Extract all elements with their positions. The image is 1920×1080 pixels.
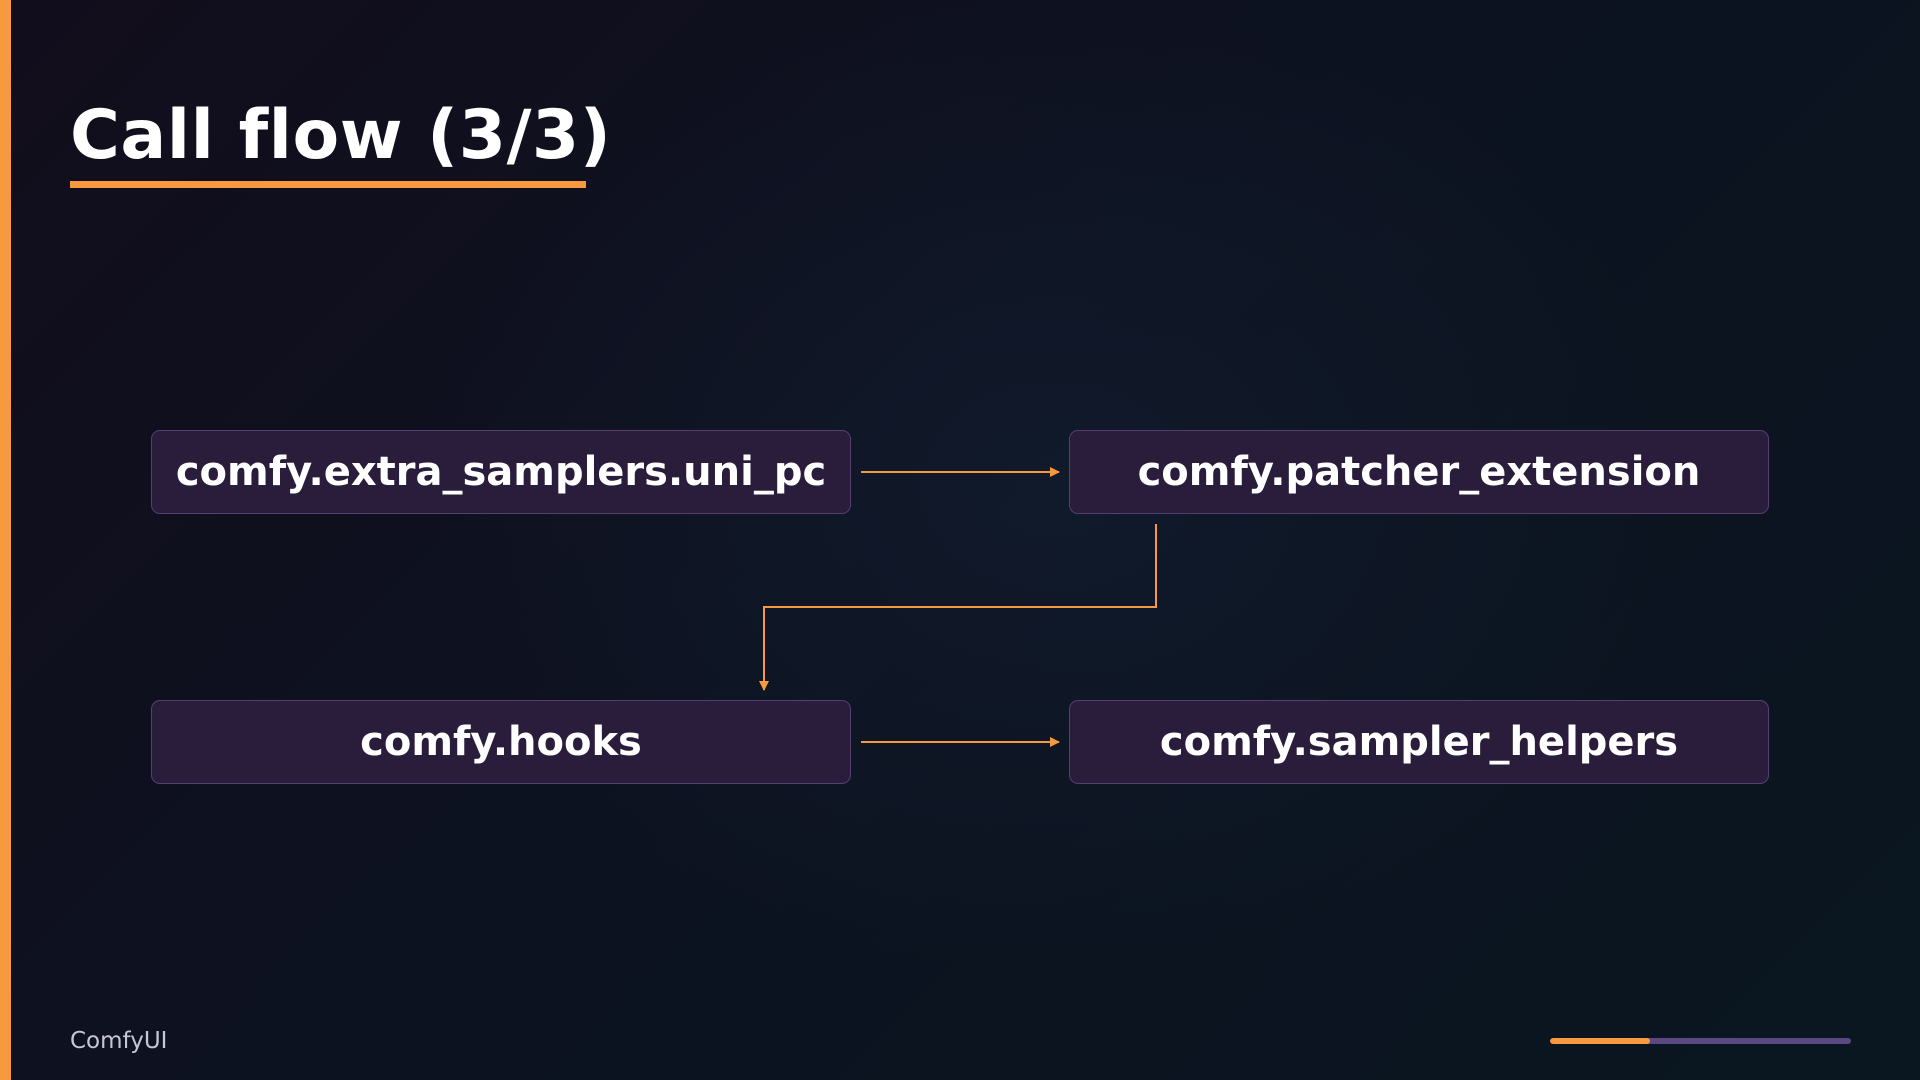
title-underline [70,181,586,188]
node-comfy-extra-samplers-uni-pc: comfy.extra_samplers.uni_pc [151,430,851,514]
node-label: comfy.hooks [360,719,642,765]
footer-brand-label: ComfyUI [70,1028,168,1054]
slide-progress-fill [1550,1038,1651,1044]
node-comfy-patcher-extension: comfy.patcher_extension [1069,430,1769,514]
slide-progress-bar [1550,1038,1851,1044]
slide-title: Call flow (3/3) [70,96,612,175]
node-label: comfy.patcher_extension [1137,449,1701,495]
node-comfy-sampler-helpers: comfy.sampler_helpers [1069,700,1769,784]
node-label: comfy.extra_samplers.uni_pc [175,449,827,495]
edge-n2-n3 [759,524,1157,691]
node-label: comfy.sampler_helpers [1159,719,1679,765]
node-comfy-hooks: comfy.hooks [151,700,851,784]
accent-bar [0,0,11,1080]
